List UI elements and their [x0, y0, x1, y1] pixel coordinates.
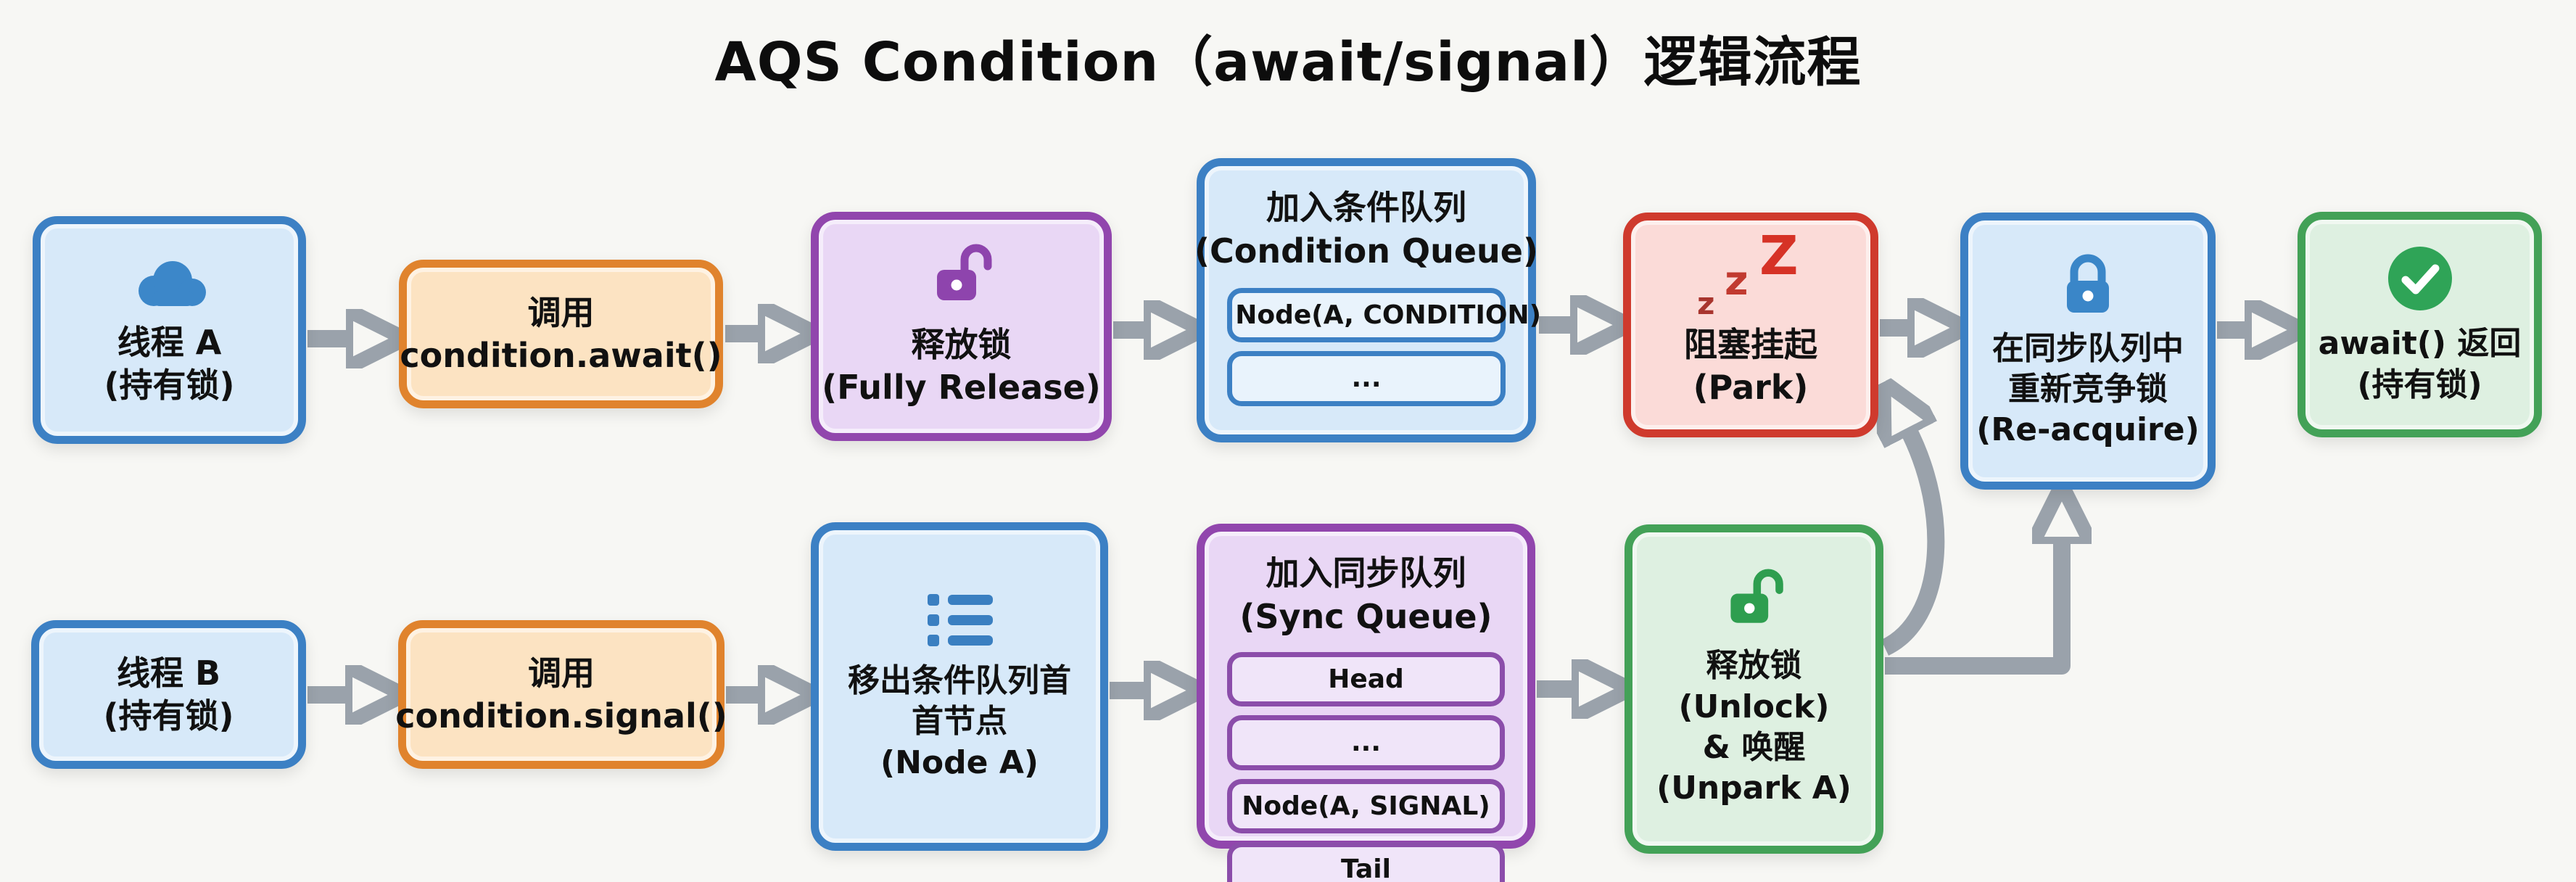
node-reacquire: 在同步队列中 重新竞争锁 (Re-acquire): [1960, 213, 2216, 490]
queue-node: ...: [1227, 715, 1505, 770]
node-label: (持有锁): [2357, 366, 2482, 403]
queue-title: 加入同步队列: [1266, 553, 1466, 593]
node-label: 释放锁: [911, 325, 1012, 365]
node-label: 阻塞挂起: [1684, 325, 1817, 365]
check-circle-icon: [2387, 247, 2452, 311]
node-call-signal: 调用 condition.signal(): [395, 620, 727, 769]
node-park: z z Z 阻塞挂起 (Park): [1623, 213, 1878, 437]
zzz-letter: z: [1725, 257, 1749, 305]
node-call-await: 调用 condition.await(): [399, 260, 723, 408]
queue-node: Tail: [1227, 842, 1505, 882]
unlock-icon: [1730, 569, 1783, 624]
queue-title: (Sync Queue): [1239, 596, 1493, 636]
node-label: (持有锁): [103, 696, 234, 735]
node-label: 释放锁: [1706, 647, 1802, 685]
node-label: 线程 A: [117, 323, 222, 363]
node-label: & 唤醒: [1702, 729, 1806, 766]
node-thread-b: 线程 B (持有锁): [31, 620, 306, 769]
node-label: 移出条件队列首: [848, 662, 1071, 700]
node-label: 调用: [528, 653, 595, 693]
node-label: (Re-acquire): [1976, 411, 2200, 449]
node-label: condition.signal(): [395, 696, 727, 735]
zzz-sleep-icon: z z Z: [1693, 229, 1809, 322]
node-label: (Park): [1693, 368, 1809, 407]
arrow-unlock-unpark-to-reacquire-elbow: [1885, 537, 2062, 675]
node-label: (Node A): [880, 743, 1039, 781]
node-label: 线程 B: [116, 653, 221, 693]
node-dequeue-first: 移出条件队列首 首节点 (Node A): [811, 522, 1108, 851]
queue-title: 加入条件队列: [1266, 188, 1466, 227]
node-label: 首节点: [912, 703, 1007, 741]
node-await-return: await() 返回 (持有锁): [2298, 212, 2542, 437]
cloud-icon: [138, 261, 206, 307]
queue-node: ...: [1227, 351, 1506, 406]
node-label: 在同步队列中: [1992, 329, 2184, 367]
queue-title: (Condition Queue): [1194, 231, 1538, 271]
arrow-unlock-unpark-to-park-curved: [1885, 428, 1945, 656]
unlock-icon: [936, 244, 991, 301]
node-label: (Fully Release): [822, 368, 1101, 407]
node-unlock-unpark: 释放锁 (Unlock) & 唤醒 (Unpark A): [1625, 524, 1883, 854]
queue-node: Node(A, SIGNAL): [1227, 778, 1505, 834]
zzz-letter: Z: [1759, 225, 1799, 288]
node-sync-queue: 加入同步队列 (Sync Queue) Head ... Node(A, SIG…: [1197, 524, 1535, 882]
node-label: await() 返回: [2318, 325, 2522, 363]
queue-node: Node(A, CONDITION): [1227, 287, 1541, 343]
node-condition-queue: 加入条件队列 (Condition Queue) Node(A, CONDITI…: [1194, 158, 1541, 442]
lock-icon: [2067, 254, 2109, 313]
node-fully-release: 释放锁 (Fully Release): [811, 212, 1112, 441]
node-label: 重新竞争锁: [2008, 370, 2168, 408]
node-label: (Unlock): [1678, 688, 1830, 725]
node-label: (Unpark A): [1656, 770, 1852, 807]
diagram-title: AQS Condition（await/signal）逻辑流程: [714, 31, 1862, 94]
zzz-letter: z: [1697, 286, 1715, 322]
list-icon: [928, 594, 993, 647]
node-label: condition.await(): [400, 335, 722, 375]
node-label: (持有锁): [104, 366, 235, 405]
node-label: 调用: [527, 292, 595, 332]
node-thread-a: 线程 A (持有锁): [33, 216, 306, 444]
queue-node: Head: [1227, 651, 1505, 707]
